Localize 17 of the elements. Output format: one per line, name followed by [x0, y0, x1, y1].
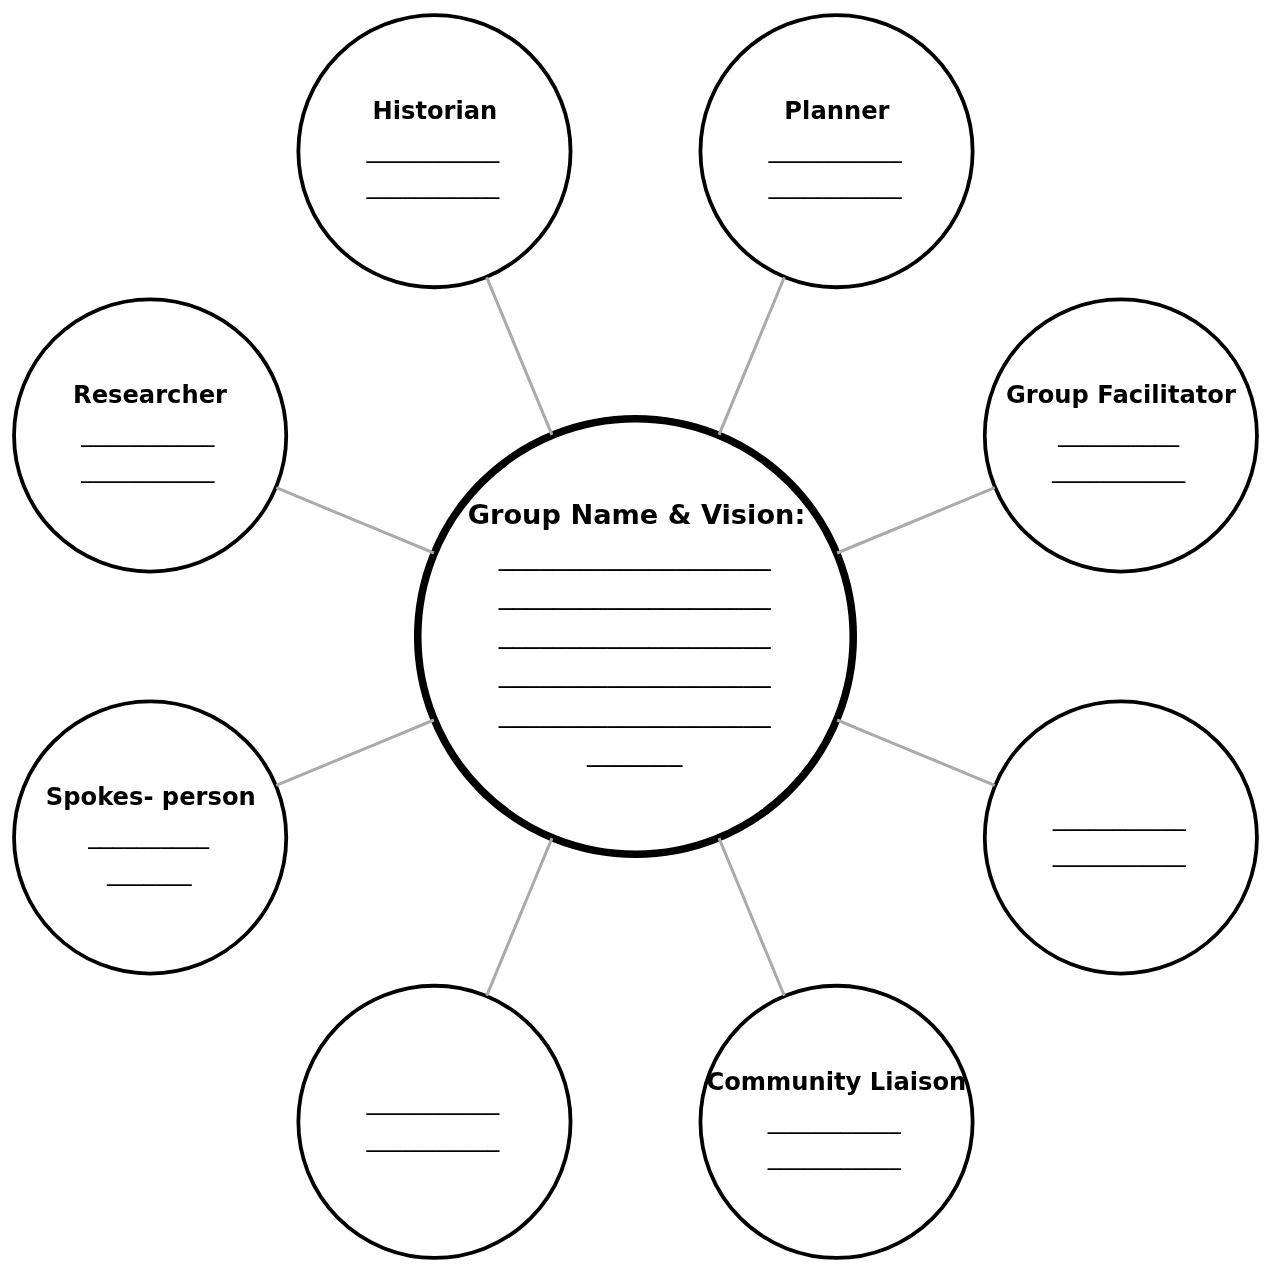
- connector: [485, 837, 554, 997]
- connector: [836, 486, 996, 555]
- connector: [485, 276, 554, 436]
- node-circle: Historian ___________ ___________: [296, 13, 573, 290]
- connector: [275, 486, 435, 555]
- node-circle: Group Name & Vision: ____________________ ____________________ ____________________ ____________________ ____________________ _______: [413, 414, 858, 859]
- connector: [717, 837, 786, 997]
- connector: [275, 718, 435, 787]
- node-circle: Group Facilitator __________ ___________: [982, 297, 1259, 574]
- connector: [717, 276, 786, 436]
- connector: [836, 718, 996, 787]
- node-circle: Community Liaison ___________ ___________: [698, 983, 975, 1260]
- node-circle: Spokes- person __________ _______: [12, 699, 289, 976]
- node-circle: Planner ___________ ___________: [698, 13, 975, 290]
- node-circle: ___________ ___________: [296, 983, 573, 1260]
- node-circle: Researcher ___________ ___________: [12, 297, 289, 574]
- node-circle: ___________ ___________: [982, 699, 1259, 976]
